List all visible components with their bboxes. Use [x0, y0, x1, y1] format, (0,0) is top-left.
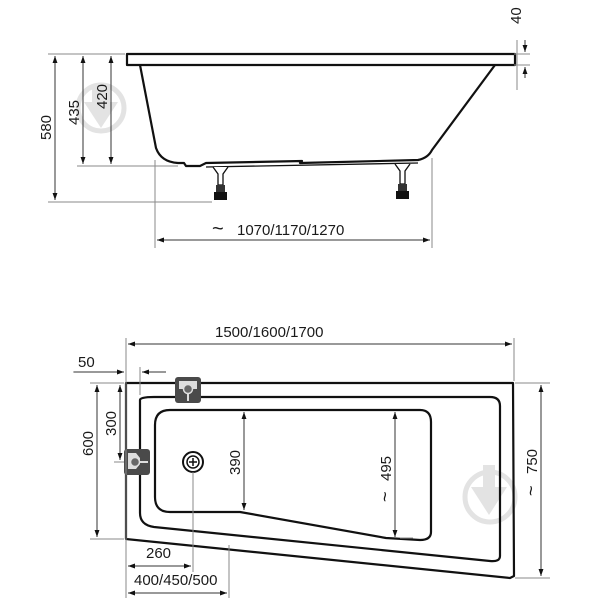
tub-inner-rim: [138, 395, 502, 563]
dim-overflow-height: 300: [103, 411, 120, 436]
tub-leg-left: [212, 166, 229, 200]
dim-total-length: 1500/1600/1700: [215, 324, 323, 341]
dim-height-420: 420: [94, 84, 111, 109]
side-view: 580 435 420 40 ~ 1070/1170/1270: [38, 7, 530, 248]
dim-rim-thickness: 40: [508, 7, 525, 24]
dim-short-width: 600: [80, 431, 97, 456]
dim-narrow-length: 400/450/500: [134, 572, 217, 589]
dim-bottom-length-tilde: ~: [212, 218, 224, 240]
drain-icon: [182, 451, 204, 473]
dim-total-height: 580: [38, 115, 55, 140]
dim-drain-offset: 260: [146, 545, 171, 562]
tub-basin: [153, 408, 433, 542]
overflow-fitting-top: [175, 377, 201, 403]
top-view: 1500/1600/1700 50 600 300 390 495 ~ 750 …: [73, 324, 550, 598]
dim-long-width-tilde: ~: [521, 485, 541, 496]
dim-inner-width-left: 390: [227, 450, 244, 475]
dim-bottom-length: 1070/1170/1270: [237, 222, 344, 239]
dim-long-width: 750: [524, 449, 541, 474]
dim-wall-offset: 50: [78, 354, 95, 371]
tub-rim: [125, 52, 517, 67]
overflow-fitting-side: [124, 449, 150, 475]
dim-inner-width-right: 495: [378, 456, 395, 481]
tub-leg-right: [394, 163, 411, 199]
dim-inner-width-right-tilde: ~: [375, 491, 395, 502]
watermark-logo-top: [462, 465, 518, 525]
tub-outer-rim: [124, 381, 516, 580]
tub-body-profile: [138, 64, 496, 168]
dim-height-435: 435: [66, 100, 83, 125]
